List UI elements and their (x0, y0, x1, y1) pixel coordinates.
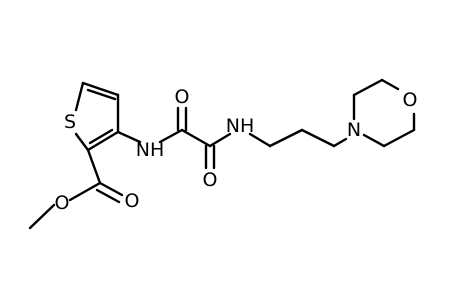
bond-c1-c2 (352, 78, 384, 97)
bond-c2-ccarb (86, 148, 102, 185)
bond-ca-cb (268, 128, 304, 148)
bond-n2-ca (248, 132, 272, 148)
bond-o-methyl (28, 203, 56, 230)
bond-c3-c2 (86, 130, 120, 152)
bond-cb-cc (300, 128, 336, 148)
bond-c4-nm (362, 133, 386, 148)
bond-c5-c4 (81, 81, 120, 97)
bond-ccarb-o (68, 181, 102, 202)
ester-group (28, 148, 124, 230)
bond-ccarb-odbl-2 (95, 188, 121, 204)
bond-c2-om (380, 78, 400, 91)
bond-ccarb-odbl (98, 181, 124, 197)
propyl-chain (248, 128, 348, 148)
atom-morpholine-oxygen: O (403, 89, 418, 111)
bond-c3-c4 (382, 128, 416, 148)
morpholine-ring (352, 78, 416, 148)
atom-labels: S NH O O NH N O O O (55, 86, 418, 214)
bond-cc-nm (332, 137, 348, 148)
bond-n1-c7 (158, 128, 184, 144)
atom-carbonyl-oxygen-1: O (175, 86, 190, 108)
bond-c7-c8 (180, 128, 212, 148)
bond-c3-n1 (116, 130, 142, 144)
bond-c3-c2-inner (88, 128, 114, 145)
atom-ester-oxygen: O (55, 192, 70, 214)
atom-amide-nh-1: NH (136, 139, 165, 161)
oxalamide-linker (116, 106, 232, 170)
atom-amide-nh-2: NH (226, 115, 255, 137)
atom-carbonyl-oxygen-2: O (203, 169, 218, 191)
atom-morpholine-nitrogen: N (347, 119, 361, 141)
atom-sulfur: S (64, 111, 76, 133)
thiophene-ring (74, 81, 120, 152)
bond-s-c5 (74, 81, 85, 112)
bond-c5-c4-inner (86, 88, 117, 101)
bond-c8-n2 (208, 132, 232, 148)
bond-c2-s (74, 132, 90, 152)
atom-ester-carbonyl-oxygen: O (125, 190, 140, 212)
